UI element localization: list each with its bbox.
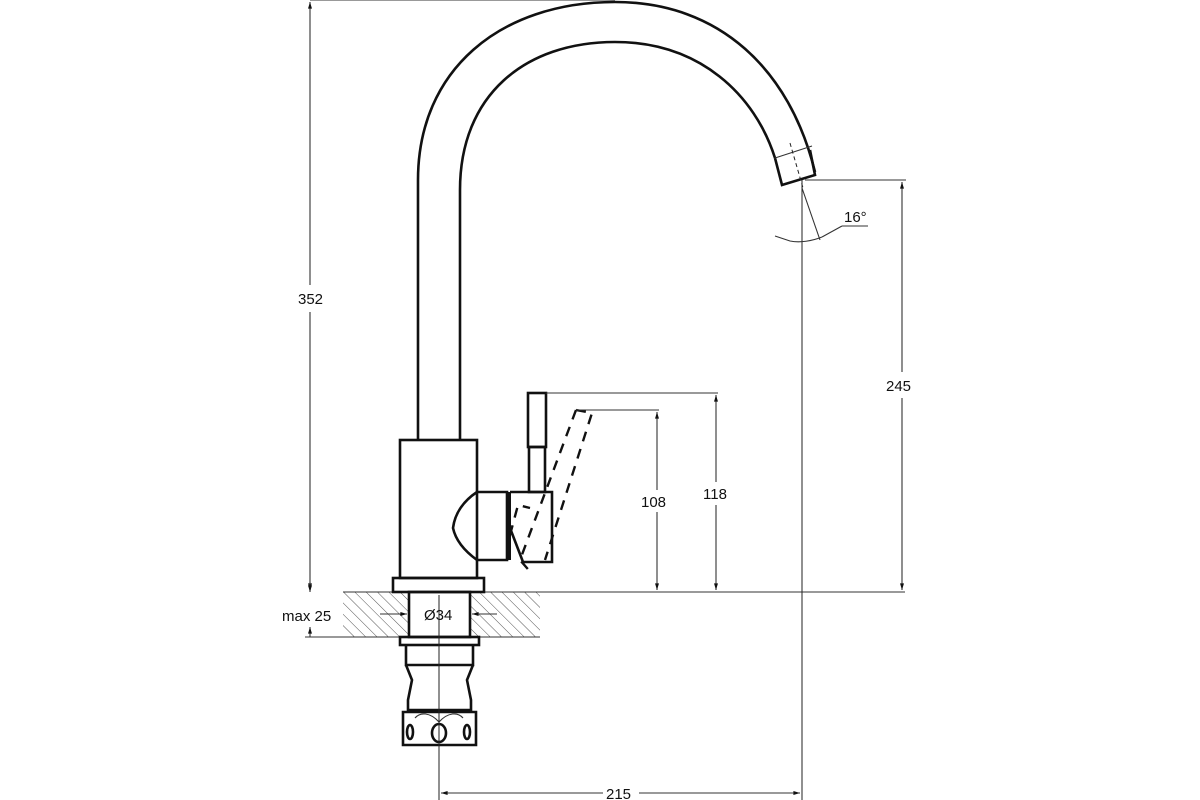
spout-inner-edge bbox=[458, 40, 777, 440]
dim-215-label: 215 bbox=[606, 786, 631, 800]
nut-hole-right bbox=[462, 723, 472, 741]
dim-245-label: 245 bbox=[886, 378, 911, 395]
aerator-centerline bbox=[789, 142, 804, 189]
dim-spout-height: 245 bbox=[805, 179, 911, 590]
dim-hole-diameter: Ø34 bbox=[380, 607, 497, 624]
dim-counter-thickness: max 25 bbox=[282, 582, 345, 638]
aerator-line bbox=[774, 145, 813, 159]
body-base-flange bbox=[391, 576, 486, 594]
dim-lever-max: 118 bbox=[546, 392, 727, 590]
dim-25-label: max 25 bbox=[282, 608, 331, 625]
lever-tilted-base-dashed bbox=[508, 503, 531, 536]
lever-handle-top bbox=[526, 391, 548, 449]
spout-outer-edge bbox=[416, 0, 817, 440]
faucet-body bbox=[391, 391, 594, 594]
angle-arc bbox=[774, 235, 823, 243]
dim-352-label: 352 bbox=[298, 291, 323, 308]
angle-tilted-axis bbox=[801, 187, 821, 241]
angle-16-label: 16° bbox=[844, 209, 867, 226]
aerator bbox=[773, 149, 817, 187]
nut-hole-left bbox=[405, 723, 415, 741]
dim-34-label: Ø34 bbox=[424, 607, 452, 624]
dim-lever-tilted: 108 bbox=[576, 409, 666, 590]
shank-hex-nut bbox=[401, 710, 478, 747]
dim-spout-reach: 215 bbox=[440, 786, 800, 800]
lever-handle-stem bbox=[527, 445, 547, 494]
dim-total-height: 352 bbox=[298, 0, 615, 590]
lever-hub bbox=[451, 490, 509, 562]
dim-outlet-angle: 16° bbox=[774, 187, 868, 243]
dim-118-label: 118 bbox=[703, 486, 727, 503]
lever-base bbox=[508, 490, 554, 564]
dim-108-label: 108 bbox=[641, 494, 666, 511]
lever-tilted-dashed bbox=[518, 408, 594, 576]
spout bbox=[416, 0, 817, 440]
body-cylinder bbox=[398, 438, 479, 580]
angle-leader bbox=[821, 225, 843, 238]
